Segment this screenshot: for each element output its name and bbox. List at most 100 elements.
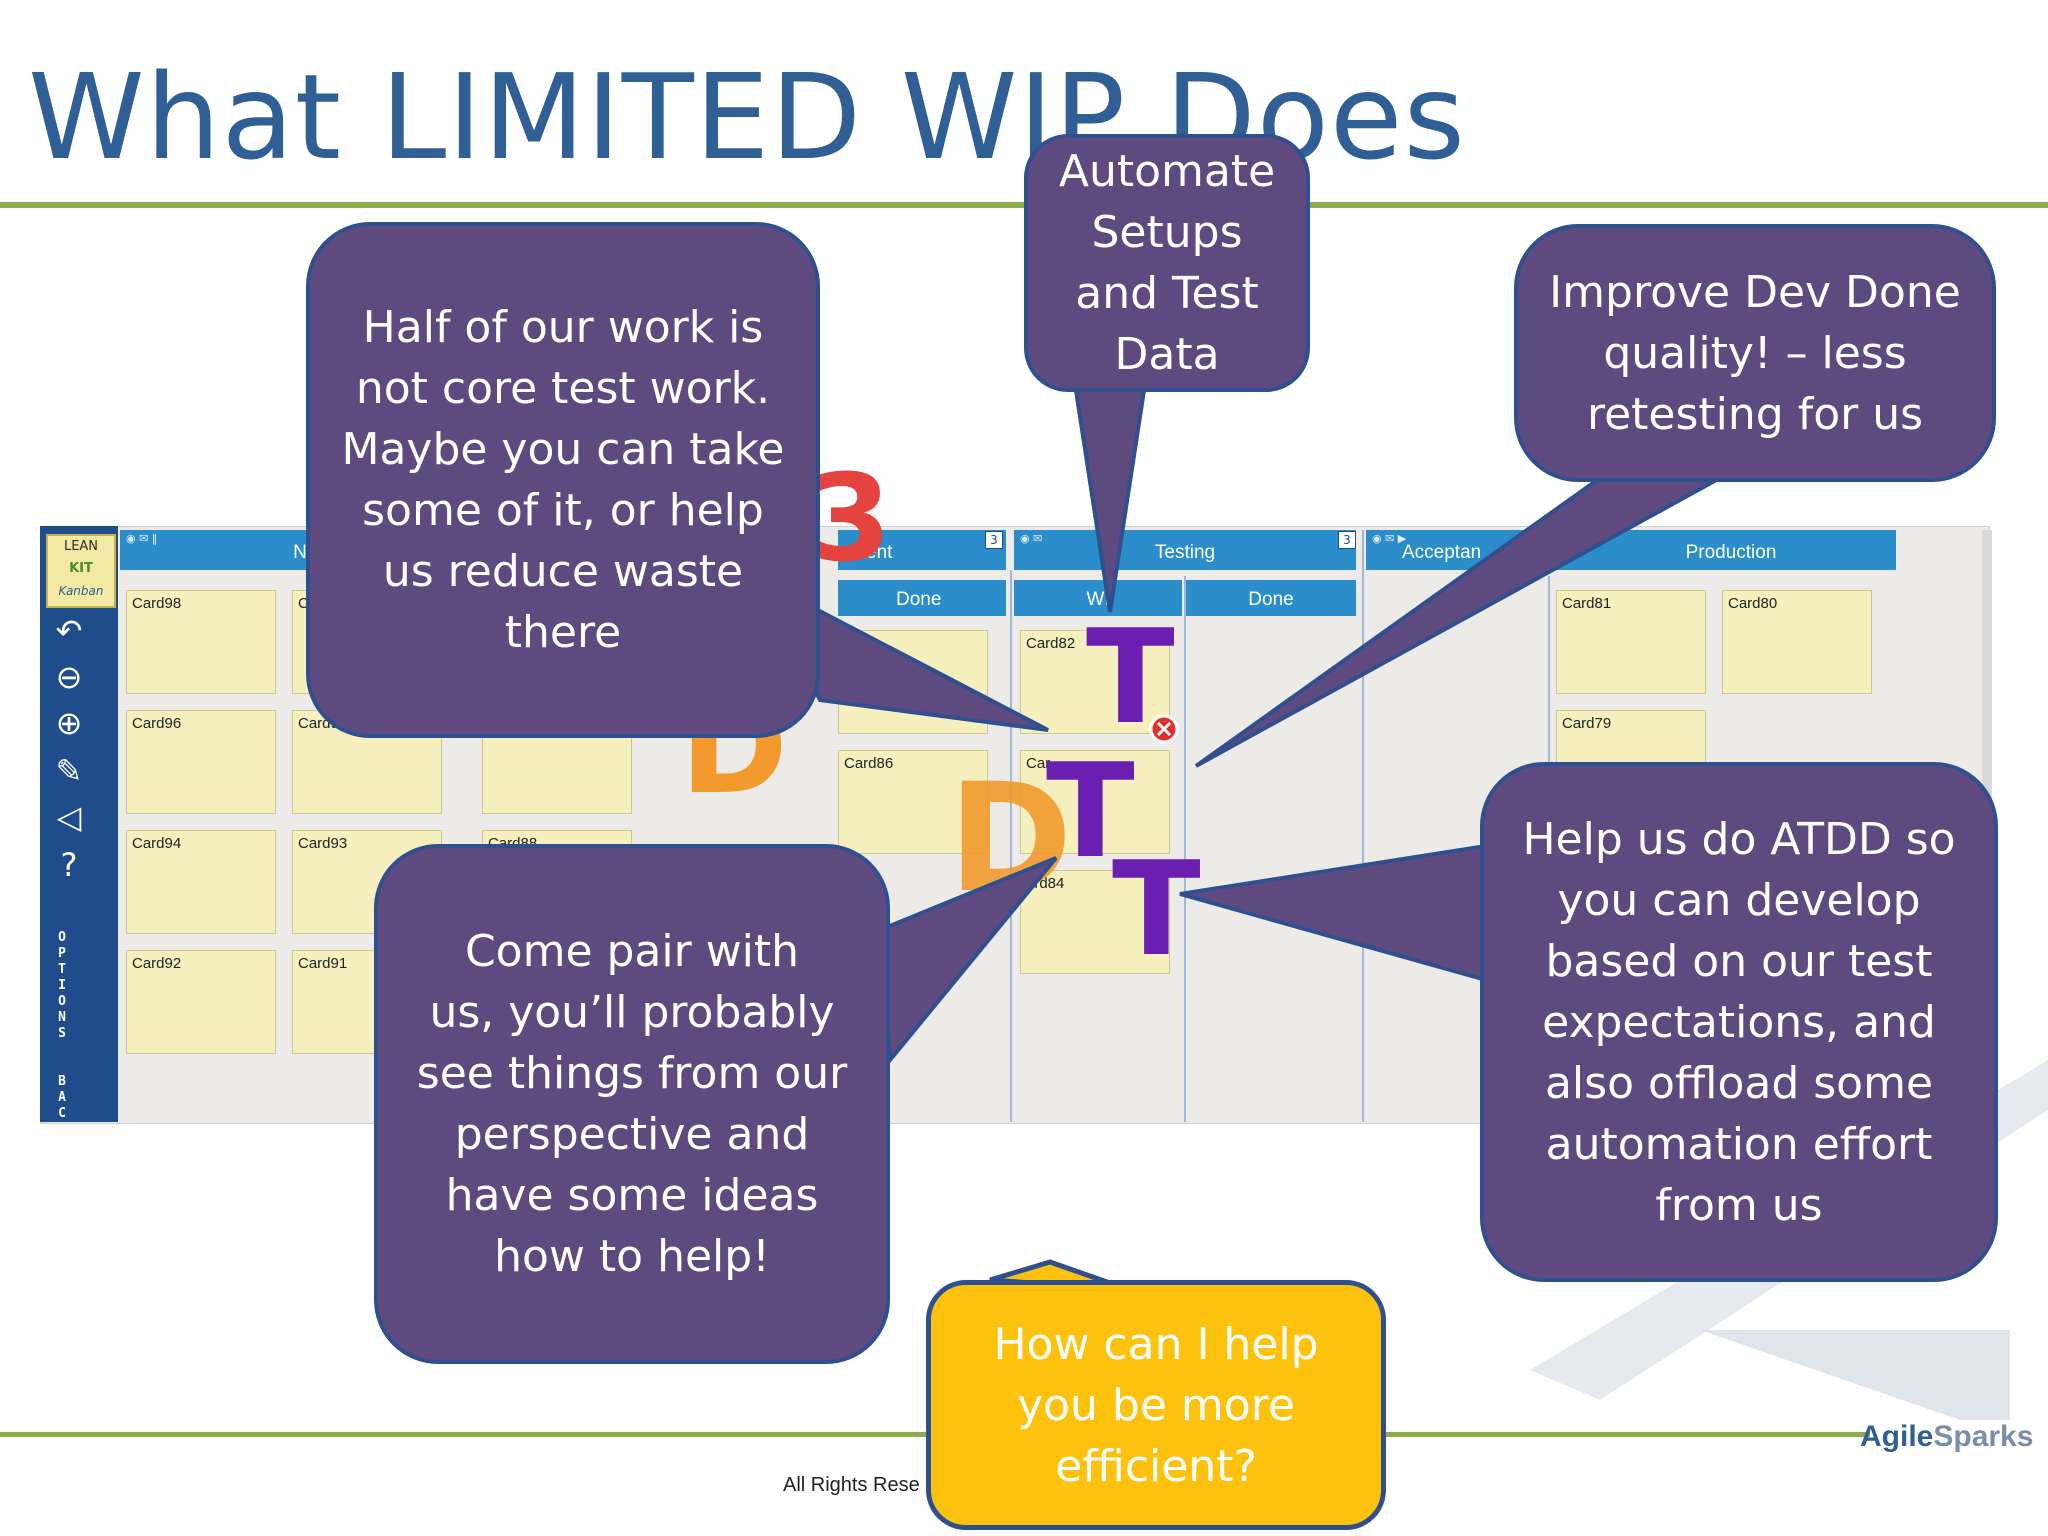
card[interactable]: Card81	[1556, 590, 1706, 694]
column-acceptance-label: Acceptan	[1402, 542, 1482, 563]
logo-text-bottom: Kanban	[58, 584, 104, 598]
callout-line: quality! – less	[1603, 327, 1907, 379]
column-acceptance-title: Acceptan	[1366, 530, 1566, 570]
zoom-out-icon[interactable]: ⊖	[55, 658, 83, 696]
options-tab-letter[interactable]: S	[58, 1026, 66, 1041]
callout-line: Improve Dev Done	[1549, 266, 1961, 318]
callout-line: us reduce waste	[382, 546, 744, 597]
card-label: Card96	[132, 715, 182, 732]
card-label: Card93	[298, 835, 348, 852]
column-testing[interactable]: Testing	[1014, 530, 1356, 570]
logo-text-mid: KIT	[69, 561, 93, 576]
card-label: Card92	[132, 955, 182, 972]
card[interactable]: Card96	[126, 710, 276, 814]
brand-part1: Agile	[1860, 1420, 1934, 1453]
callout-line: based on our test	[1545, 935, 1933, 987]
big-t-glyph: T	[1112, 833, 1201, 985]
callout-line: expectations, and	[1542, 996, 1936, 1048]
card[interactable]: Card94	[126, 830, 276, 934]
agilesparks-logo: AgileSparks	[1860, 1420, 2033, 1454]
callout-line: you be more	[1017, 1379, 1295, 1431]
edit-list-icon[interactable]: ✎	[55, 752, 83, 790]
help-icon[interactable]: ?	[60, 846, 78, 884]
callout-line: Setups	[1091, 207, 1243, 258]
logo-text-top: LEAN	[63, 539, 99, 554]
callout-line: not core test work.	[355, 363, 771, 414]
card-label: Card82	[1026, 635, 1076, 652]
card-label: Card86	[844, 755, 894, 772]
options-tab-letter[interactable]: T	[58, 962, 66, 977]
column-production-label: Production	[1685, 542, 1777, 563]
options-tab-letter[interactable]: P	[58, 946, 66, 961]
callout-line: efficient?	[1055, 1440, 1257, 1492]
card-label: Car	[1026, 755, 1051, 772]
callout-line: Help us do ATDD so	[1522, 813, 1956, 865]
development-wip-limit: 3	[985, 531, 1003, 549]
callout-line: Maybe you can take	[341, 424, 785, 475]
card[interactable]: Card86	[838, 750, 988, 854]
card[interactable]: Card82	[1020, 630, 1170, 734]
close-icon[interactable]	[1149, 714, 1179, 744]
callout-line: how to help!	[494, 1231, 770, 1282]
callout-line: us, you’ll probably	[429, 987, 835, 1038]
card[interactable]: Car	[1020, 750, 1170, 854]
column-development-done[interactable]: Done	[838, 580, 1006, 616]
testing-wip-label: WI	[1086, 589, 1110, 610]
card[interactable]: Card98	[126, 590, 276, 694]
callout-line: some of it, or help	[362, 485, 764, 536]
big-t-glyph: T	[1046, 735, 1135, 887]
back-tab-letter[interactable]: B	[58, 1074, 66, 1089]
options-tab-letter[interactable]: I	[58, 978, 66, 993]
leankit-logo: LEAN KIT Kanban	[46, 534, 116, 608]
callout-line: have some ideas	[445, 1170, 819, 1221]
callout-line: and Test	[1075, 268, 1259, 319]
back-tab-letter[interactable]: C	[58, 1106, 66, 1121]
callout-improve: Improve Dev Done quality! – less retesti…	[1514, 224, 1996, 482]
callout-pair: Come pair with us, you’ll probably see t…	[374, 844, 890, 1364]
card-label: Card94	[132, 835, 182, 852]
options-tab-letter[interactable]: O	[58, 994, 66, 1009]
back-tab-letter[interactable]: A	[58, 1090, 66, 1105]
callout-line: How can I help	[993, 1318, 1319, 1370]
callout-question: How can I help you be more efficient?	[926, 1280, 1386, 1530]
announce-icon[interactable]: ◁	[56, 798, 82, 836]
callout-line: perspective and	[454, 1109, 810, 1160]
undo-icon[interactable]: ↶	[55, 612, 83, 650]
callout-automate: Automate Setups and Test Data	[1024, 134, 1310, 392]
footer-rights-text: All Rights Rese	[783, 1474, 920, 1496]
callout-atdd: Help us do ATDD so you can develop based…	[1480, 762, 1998, 1282]
card[interactable]: Card80	[1722, 590, 1872, 694]
card-label: Card98	[132, 595, 182, 612]
callout-line: there	[504, 607, 622, 658]
column-divider	[1010, 570, 1012, 1122]
atdd-tail	[1179, 843, 1488, 983]
testing-done-label: Done	[1248, 589, 1294, 610]
improve-tail	[1194, 476, 1721, 768]
column-divider	[1184, 576, 1186, 1122]
column-testing-label: Testing	[1154, 542, 1216, 563]
options-tab-letter[interactable]: N	[58, 1010, 66, 1025]
development-done-label: Done	[896, 589, 942, 610]
card[interactable]: Card92	[126, 950, 276, 1054]
zoom-in-icon[interactable]: ⊕	[55, 704, 83, 742]
column-testing-icons: ◉ ✉	[1020, 532, 1043, 545]
column-development[interactable]: ent	[838, 530, 1006, 570]
callout-line: Come pair with	[464, 926, 800, 977]
card-label: Card80	[1728, 595, 1778, 612]
card-label: C	[298, 595, 309, 612]
column-testing-done[interactable]: Done	[1186, 580, 1356, 616]
column-acceptance-icons: ◉ ✉ ▶	[1372, 532, 1407, 545]
options-tab-letter[interactable]: O	[58, 930, 66, 945]
callout-half-work: Half of our work is not core test work. …	[306, 222, 820, 738]
board-sidebar	[40, 526, 118, 1122]
card-label: Card81	[1562, 595, 1612, 612]
callout-line: automation effort	[1545, 1118, 1933, 1170]
card-label: Card79	[1562, 715, 1612, 732]
column-production[interactable]: Production	[1566, 530, 1896, 570]
column-testing-wip[interactable]: WI	[1014, 580, 1182, 616]
callout-line: see things from our	[416, 1048, 848, 1099]
brand-part2: Sparks	[1933, 1420, 2034, 1453]
callout-line: from us	[1655, 1179, 1823, 1231]
column-divider	[1362, 530, 1364, 1122]
